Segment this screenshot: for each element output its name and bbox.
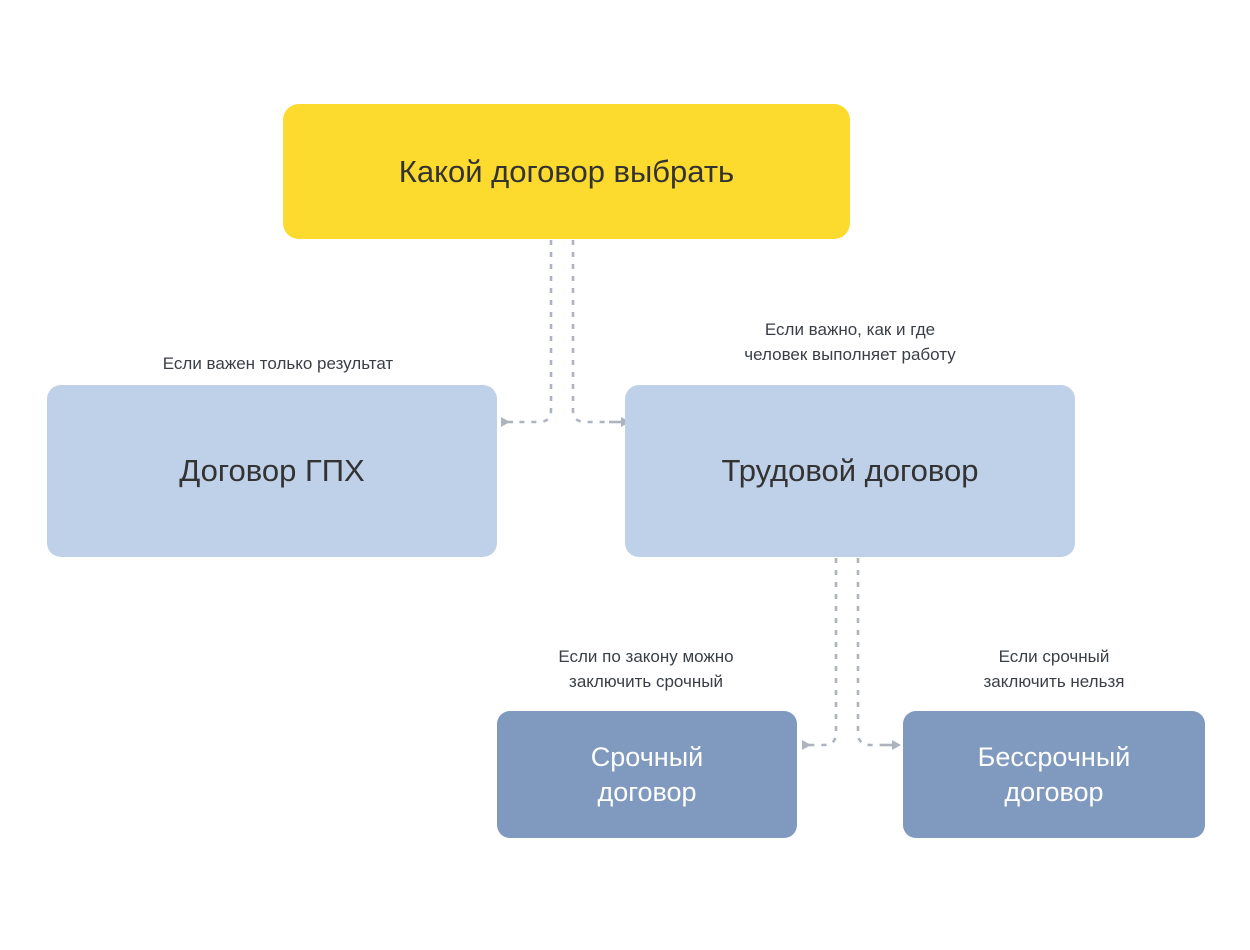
node-root[interactable]: Какой договор выбрать <box>283 104 850 239</box>
node-gph[interactable]: Договор ГПХ <box>47 385 497 557</box>
edge-labor-to-fixed-term <box>812 558 838 747</box>
edge-label-to-open-ended: Если срочный заключить нельзя <box>983 647 1125 691</box>
node-open-ended[interactable]: Бессрочный договор <box>903 711 1205 838</box>
node-fixed-term[interactable]: Срочный договор <box>497 711 797 838</box>
edge-label-to-fixed-term: Если по закону можно заключить срочный <box>558 647 734 691</box>
node-labor-label: Трудовой договор <box>721 453 979 489</box>
edge-root-to-gph <box>513 240 553 424</box>
node-root-label: Какой договор выбрать <box>398 153 735 189</box>
edge-label-to-labor: Если важно, как и где человек выполняет … <box>744 320 956 364</box>
edge-root-to-labor <box>571 240 609 424</box>
edge-label-to-gph: Если важен только результат <box>162 354 394 373</box>
node-gph-label: Договор ГПХ <box>179 453 365 489</box>
node-open-ended-label: Бессрочный договор <box>977 741 1131 807</box>
node-labor[interactable]: Трудовой договор <box>625 385 1075 557</box>
edge-labor-to-open-ended <box>856 558 882 747</box>
node-fixed-term-label: Срочный договор <box>590 741 704 807</box>
